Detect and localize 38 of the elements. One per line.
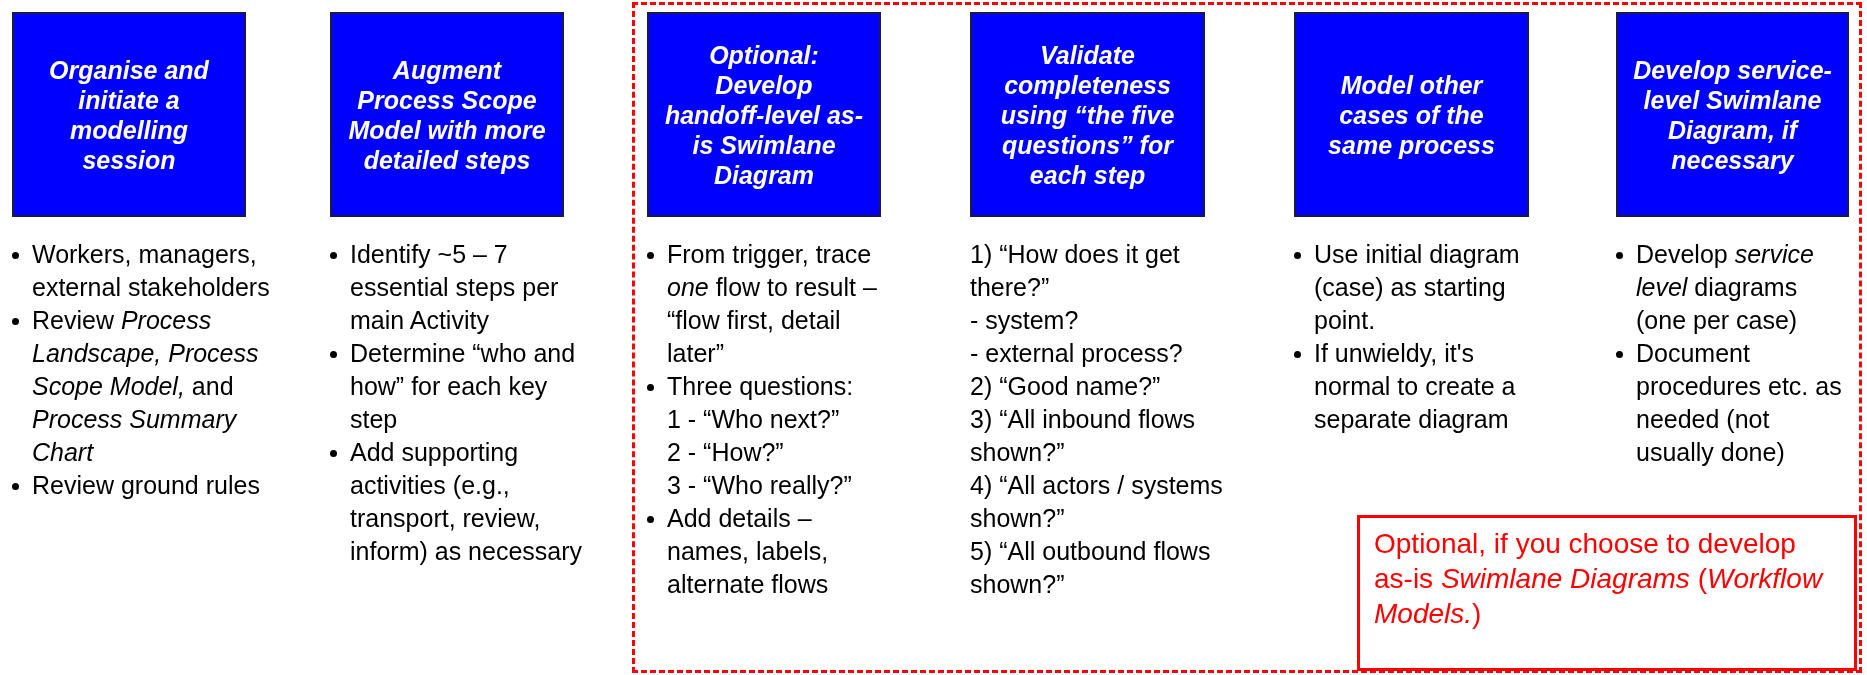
- list-text: 3) “All inbound flows shown?”: [970, 405, 1196, 466]
- step-title: Optional: Develop handoff-level as-is Swimlane Diagram: [663, 39, 865, 190]
- dashed-region: [632, 2, 1862, 673]
- step-title: Develop service-level Swimlane Diagram, if necessary: [1632, 54, 1833, 175]
- bullet-text: Add details – names, labels, alternate flows: [667, 504, 829, 598]
- step-title: Validate completeness using “the five questions” for each step: [999, 39, 1176, 190]
- bullet-text: If unwieldy, it's normal to create a separate diagram: [1314, 339, 1516, 433]
- step-box: [647, 12, 881, 217]
- note-box: [1357, 515, 1857, 671]
- bullet-text: From trigger, trace one flow to result – “flow first, detail later”: [667, 240, 877, 367]
- list-text: 1) “How does it get there?”: [970, 240, 1180, 301]
- step-box: [12, 12, 246, 217]
- list-text: 5) “All outbound flows shown?”: [970, 537, 1211, 598]
- step-box: [330, 12, 564, 217]
- bullet-text: Identify ~5 – 7 essential steps per main Activity: [350, 240, 559, 334]
- bullet-text: Three questions:: [667, 372, 854, 400]
- list-text: 2 - “How?”: [667, 438, 784, 466]
- bullet-text: Review ground rules: [32, 471, 260, 499]
- step-title: Organise and initiate a modelling session: [48, 54, 210, 175]
- step-box: [1294, 12, 1529, 217]
- bullet-text: Document procedures etc. as needed (not usually done): [1636, 339, 1842, 466]
- step-box: [970, 12, 1205, 217]
- bullet-text: Add supporting activities (e.g., transport, review, inform) as necessary: [350, 438, 583, 565]
- list-text: 2) “Good name?”: [970, 372, 1161, 400]
- bullet-text: Determine “who and how” for each key step: [350, 339, 576, 433]
- bullet-text: Develop service level diagrams (one per case): [1636, 240, 1814, 334]
- list-text: 4) “All actors / systems shown?”: [970, 471, 1223, 532]
- step-title: Augment Process Scope Model with more detailed steps: [347, 54, 547, 175]
- list-text: 3 - “Who really?”: [667, 471, 852, 499]
- step-box: [1616, 12, 1849, 217]
- bullet-text: Workers, managers, external stakeholders: [32, 240, 270, 301]
- list-text: - system?: [970, 306, 1079, 334]
- list-text: 1 - “Who next?”: [667, 405, 840, 433]
- list-text: - external process?: [970, 339, 1183, 367]
- step-title: Model other cases of the same process: [1327, 69, 1496, 160]
- bullet-text: Review Process Landscape, Process Scope Model, and Process Summary Chart: [32, 306, 259, 466]
- bullet-text: Use initial diagram (case) as starting point.: [1314, 240, 1520, 334]
- note-text: Optional, if you choose to develop as-is Swimlane Diagrams (Workflow Models.): [1374, 527, 1825, 631]
